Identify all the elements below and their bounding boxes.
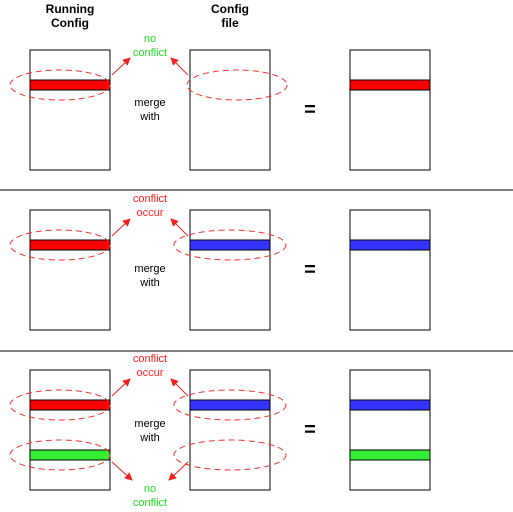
config-file-box [189,49,271,171]
config-bar-red [349,79,431,91]
merge-label-line1: merge [134,418,165,430]
config-bar-blue [189,239,271,251]
running-config-box [29,209,111,331]
equals-sign: = [304,259,316,281]
highlight-ellipse [9,229,111,261]
arrow [170,218,189,237]
highlight-ellipse [173,439,287,471]
merge-label-line2: with [139,277,160,289]
conflict-label-line2: occur [137,207,164,219]
highlight-ellipse [173,229,287,261]
running-config-header-line2: Config [51,16,89,30]
config-bar-green [29,449,111,461]
result-config-box [349,209,431,331]
config-bar-red [29,79,111,91]
conflict-label-line2: occur [137,367,164,379]
merge-label-line1: merge [134,263,165,275]
running-config-box [29,49,111,171]
running-config-header-line1: Running [46,2,95,16]
merge-label-line1: merge [134,97,165,109]
highlight-ellipse [9,439,111,471]
running-config-box [29,369,111,491]
arrow [168,461,189,481]
arrow [170,57,189,76]
equals-sign: = [304,419,316,441]
result-config-box [349,49,431,171]
config-file-header-line2: file [221,16,239,30]
arrow [111,378,131,397]
config-file-box [189,369,271,491]
no-conflict-label-line2: conflict [133,497,167,509]
config-bar-blue [349,399,431,411]
no-conflict-label-line1: no [144,483,156,495]
config-bar-blue [349,239,431,251]
arrow [111,57,131,76]
config-file-box [189,209,271,331]
scenario-no-conflict: no conflict merge with = [9,33,431,171]
config-bar-blue [189,399,271,411]
equals-sign: = [304,99,316,121]
merge-label-line2: with [139,111,160,123]
conflict-label-line1: conflict [133,353,167,365]
merge-label-line2: with [139,432,160,444]
scenario-mixed: conflict occur merge with no conflict = [9,353,431,509]
highlight-ellipse [186,69,288,101]
highlight-ellipse [9,69,111,101]
highlight-ellipse [9,389,111,421]
scenario-conflict: conflict occur merge with = [9,193,431,331]
arrow [170,378,189,397]
config-file-header-line1: Config [211,2,249,16]
arrow [111,218,131,237]
result-config-box [349,369,431,491]
config-bar-red [29,399,111,411]
highlight-ellipse [173,389,287,421]
config-bar-green [349,449,431,461]
arrow [111,461,133,481]
conflict-label-line1: conflict [133,193,167,205]
no-conflict-label-line1: no [144,33,156,45]
config-bar-red [29,239,111,251]
no-conflict-label-line2: conflict [133,47,167,59]
